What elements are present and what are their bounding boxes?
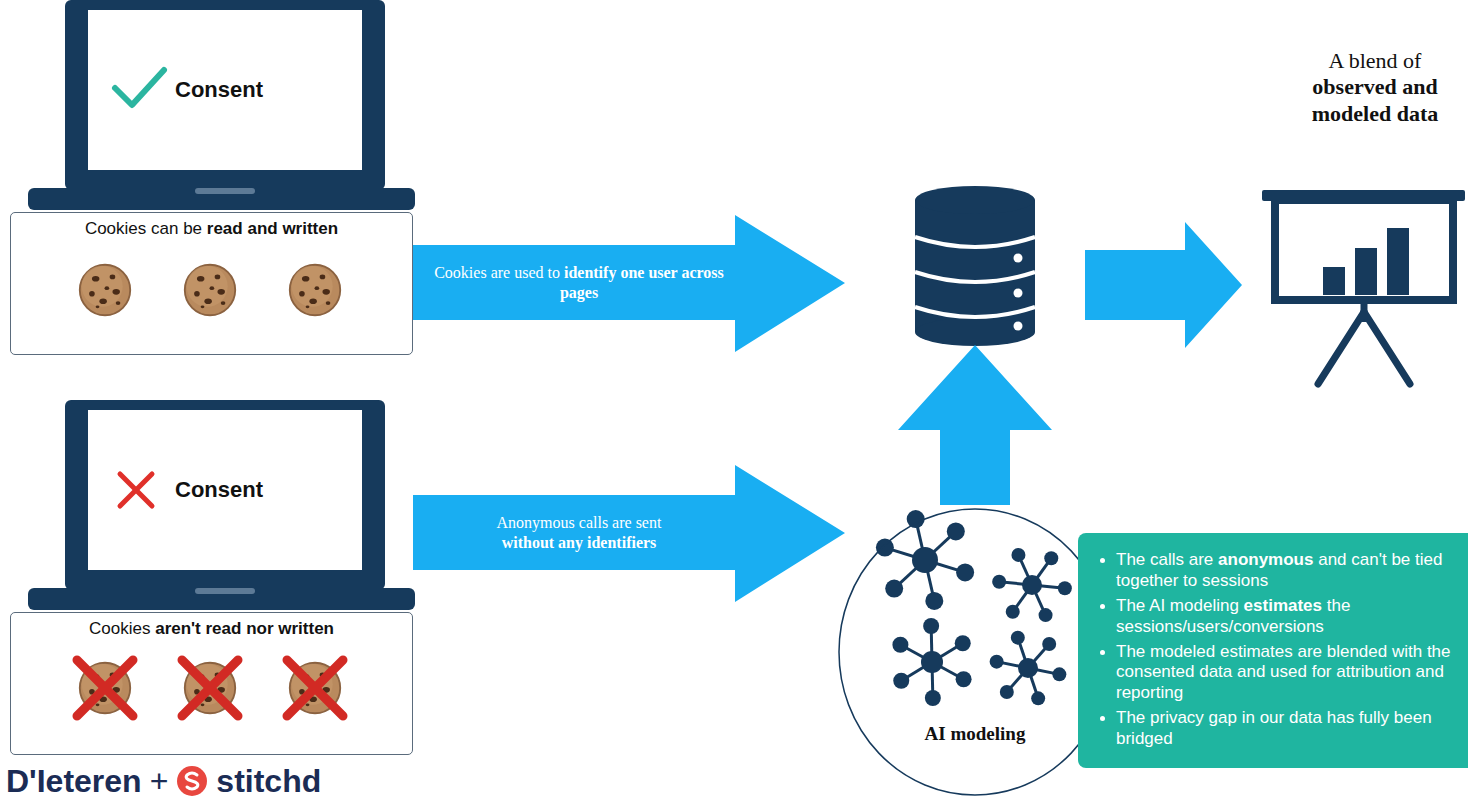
network-dot [893, 673, 909, 689]
arrow-line: Cookies are used to identify one user ac… [421, 263, 737, 303]
arrow-fill [413, 215, 845, 352]
chart-title-line: A blend of [1287, 48, 1463, 74]
network-dot [907, 510, 925, 528]
arrow-label: Cookies are used to [434, 264, 560, 281]
bullet-dot [1100, 650, 1105, 655]
note-box: The calls are anonymous and can't be tie… [1078, 533, 1468, 768]
bullet-item: The AI modeling estimates the sessions/u… [1098, 596, 1458, 637]
network-dot [1042, 637, 1056, 651]
cookie-panel: Cookies aren't read nor written [10, 612, 413, 755]
screen-label: Consent [175, 477, 263, 503]
network-dot [956, 671, 972, 687]
bullet-dot [1100, 558, 1105, 563]
logo-text: D'Ieteren [6, 763, 142, 800]
bullet-text: The modeled estimates are blended with t… [1116, 642, 1451, 702]
network-icon [876, 510, 1072, 706]
laptop-no-consent [28, 400, 415, 716]
block-arrow: Cookies are used to identify one user ac… [413, 215, 845, 355]
arrow-label: Anonymous calls are sent [497, 513, 662, 533]
bullet-text: estimates [1244, 596, 1322, 615]
network-dot [1044, 551, 1058, 565]
network-dot [956, 563, 974, 581]
network-dot [990, 655, 1004, 669]
block-arrow: Anonymous calls are sentwithout any iden… [413, 465, 845, 605]
database-icon [915, 186, 1035, 346]
network-dot [923, 618, 939, 634]
network-dot [1039, 608, 1053, 622]
bullet-text: anonymous [1218, 550, 1313, 569]
bullet-dot [1100, 604, 1105, 609]
ai-circle: AI modeling [837, 507, 1113, 797]
network-dot [925, 592, 943, 610]
network-dot [1011, 548, 1025, 562]
bullet-item: The privacy gap in our data has fully be… [1098, 708, 1458, 749]
network-dot [885, 580, 903, 598]
panel-label: Cookies can be [85, 219, 202, 238]
stitchd-logo-mark [176, 765, 208, 797]
panel-label: Cookies [89, 619, 150, 638]
arrow-label: identify one user across pages [560, 264, 724, 301]
bullet-text: The privacy gap in our data has fully be… [1116, 708, 1432, 747]
laptop-consent [28, 0, 415, 315]
network-dot [1031, 691, 1045, 705]
network-dot [925, 690, 941, 706]
logo-row: D'Ieteren+ stitchd [6, 764, 321, 798]
network-dot [1006, 605, 1020, 619]
arrow-up [898, 345, 1052, 505]
consent-screen: Consent [88, 410, 362, 570]
logo-text: stitchd [216, 763, 321, 800]
network-dot [1000, 685, 1014, 699]
bullet-item: The calls are anonymous and can't be tie… [1098, 550, 1458, 591]
circle-outline [837, 507, 1113, 797]
circle-label: AI modeling [837, 723, 1113, 745]
network-dot [955, 635, 971, 651]
chart-icon [1262, 190, 1465, 384]
block-arrow-shape [413, 215, 845, 355]
network-dot [947, 522, 965, 540]
network-dot [1011, 631, 1025, 645]
arrow-fill [413, 465, 845, 602]
network-hub [1022, 575, 1042, 595]
screen-label: Consent [175, 77, 263, 103]
network-dot [892, 637, 908, 653]
network-hub [921, 651, 943, 673]
panel-label: aren't read nor written [155, 619, 334, 638]
arrow-text: Cookies are used to identify one user ac… [421, 245, 737, 320]
network-dot [992, 575, 1006, 589]
circle-line [839, 509, 1111, 795]
network-dot [876, 539, 894, 557]
bullet-text: The calls are [1116, 550, 1213, 569]
network-dot [1058, 581, 1072, 595]
arrow-label: without any identifiers [502, 533, 657, 553]
arrow-right [1085, 222, 1242, 348]
consent-screen: Consent [88, 10, 362, 170]
bullet-dot [1100, 716, 1105, 721]
chart-title-line: observed and modeled data [1287, 74, 1463, 127]
panel-label: read and written [207, 219, 338, 238]
network-hub [912, 547, 938, 573]
chart-title: A blend ofobserved and modeled data [1287, 48, 1463, 127]
logo-plus: + [150, 763, 169, 800]
arrow-text: Anonymous calls are sentwithout any iden… [421, 495, 737, 570]
bullet-text: The AI modeling [1116, 596, 1239, 615]
cookie-panel: Cookies can be read and written [10, 212, 413, 355]
network-hub [1018, 658, 1038, 678]
bullet-item: The modeled estimates are blended with t… [1098, 642, 1458, 703]
network-dot [1052, 667, 1066, 681]
